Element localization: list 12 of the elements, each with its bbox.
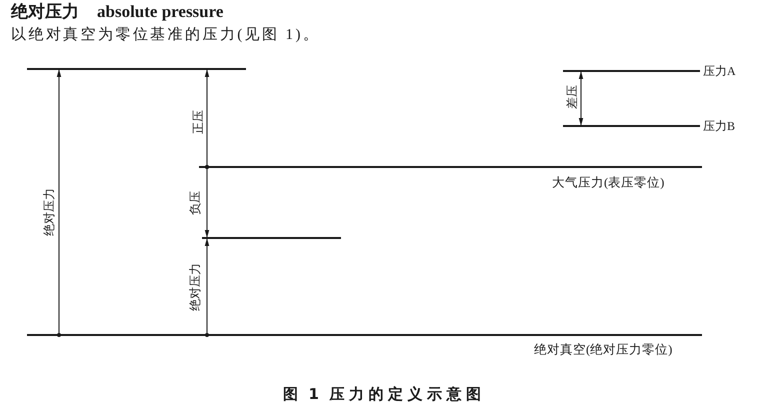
dimension-label: 正压 [190,110,206,134]
level-label: 压力A [703,64,736,78]
dimension-label: 差压 [564,85,580,109]
dimension-label: 绝对压力 [42,188,56,236]
level-label: 大气压力(表压零位) [552,176,664,190]
figure-caption: 图 1 压力的定义示意图 [283,385,486,403]
dimension-label: 负压 [188,191,202,215]
term-title: 绝对压力 absolute pressure [11,2,224,22]
level-label: 压力B [703,118,736,134]
dimension-label: 绝对压力 [188,263,202,311]
definition-text: 以绝对真空为零位基准的压力(见图 1)。 [11,26,320,44]
level-label: 绝对真空(绝对压力零位) [534,342,672,358]
